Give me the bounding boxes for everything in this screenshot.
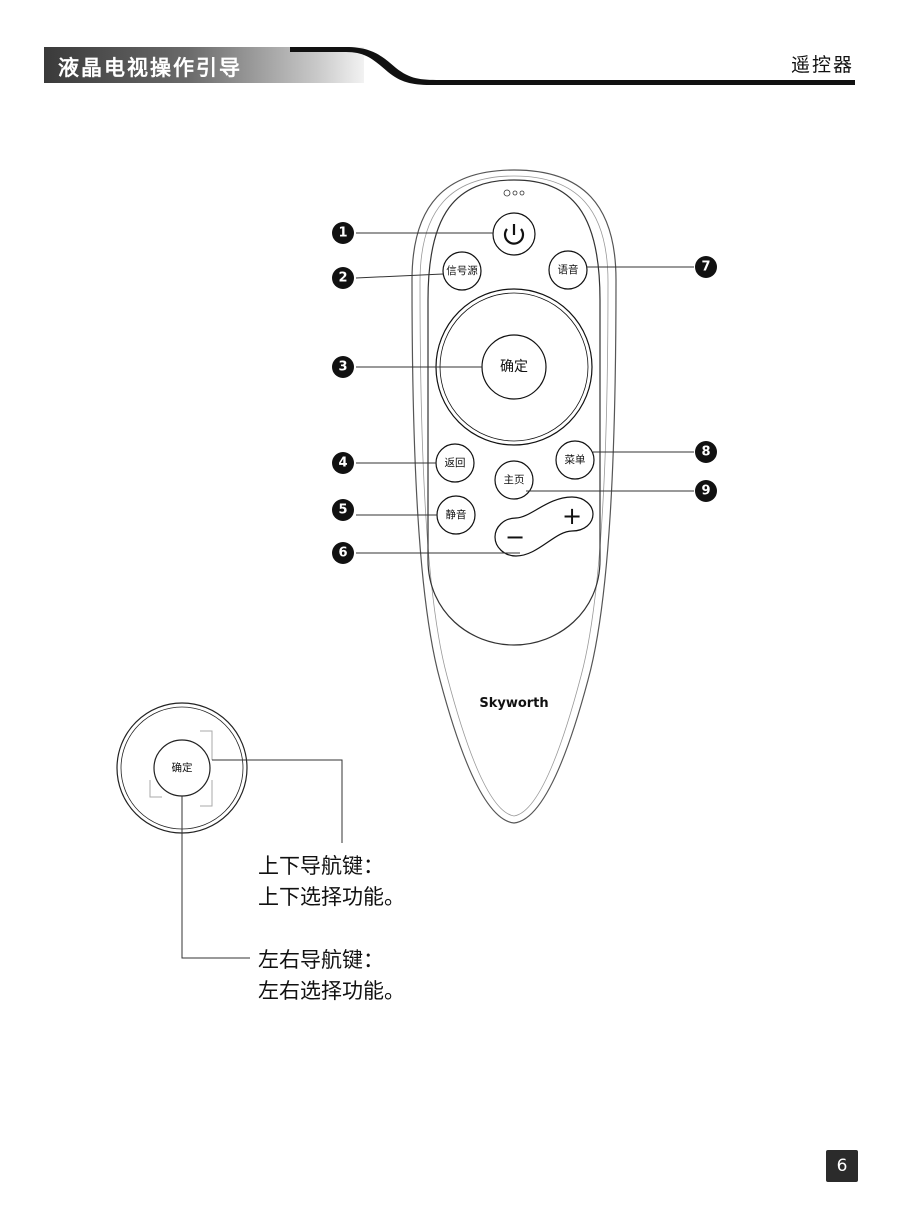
leftright-desc: 左右选择功能。 [258, 979, 405, 1003]
volume-rocker[interactable]: + − [494, 496, 594, 557]
svg-text:9: 9 [701, 484, 710, 499]
leftright-title: 左右导航键： [258, 948, 384, 972]
menu-button[interactable]: 菜单 [555, 440, 595, 480]
callout-4: 4 [332, 452, 354, 474]
updown-desc: 上下选择功能。 [258, 885, 405, 909]
detail-callout-lines [181, 759, 343, 959]
ok-button-label: 确定 [500, 359, 528, 375]
header-bar [44, 47, 855, 85]
power-button[interactable] [492, 212, 536, 256]
callout-lines [355, 232, 694, 554]
brand-logo: Skyworth [479, 696, 548, 711]
page-number: 6 [826, 1150, 858, 1182]
home-button-label: 主页 [504, 474, 525, 486]
callout-7: 7 [695, 256, 717, 278]
ok-button[interactable]: 确定 [481, 334, 547, 400]
mute-button-label: 静音 [446, 508, 467, 521]
callout-2: 2 [332, 267, 354, 289]
voice-button[interactable]: 语音 [548, 250, 588, 290]
mute-button[interactable]: 静音 [436, 495, 476, 535]
callout-8: 8 [695, 441, 717, 463]
updown-title: 上下导航键： [258, 854, 384, 878]
svg-text:8: 8 [701, 445, 710, 460]
callout-5: 5 [332, 499, 354, 521]
back-button-label: 返回 [445, 457, 466, 469]
remote-button-panel [427, 179, 601, 646]
svg-text:6: 6 [338, 546, 347, 561]
home-button[interactable]: 主页 [494, 460, 534, 500]
source-button-label: 信号源 [446, 264, 478, 277]
callout-9: 9 [695, 480, 717, 502]
svg-text:4: 4 [338, 456, 347, 471]
menu-button-label: 菜单 [565, 454, 586, 466]
svg-text:5: 5 [338, 503, 347, 518]
svg-text:3: 3 [338, 360, 347, 375]
source-button[interactable]: 信号源 [442, 251, 482, 291]
updown-description: 上下导航键： 上下选择功能。 [258, 851, 405, 913]
leftright-description: 左右导航键： 左右选择功能。 [258, 945, 405, 1007]
callout-6: 6 [332, 542, 354, 564]
remote-body-outline [411, 169, 617, 824]
header-title: 液晶电视操作引导 [58, 56, 242, 80]
voice-button-label: 语音 [558, 263, 579, 276]
volume-minus-icon[interactable]: − [505, 523, 525, 551]
header-section-label: 遥控器 [790, 54, 854, 76]
volume-plus-icon[interactable]: + [562, 502, 582, 530]
svg-text:7: 7 [701, 260, 710, 275]
indicator-light [503, 189, 511, 197]
callout-1: 1 [332, 222, 354, 244]
svg-text:1: 1 [338, 226, 347, 241]
dpad-detail: 确定 [116, 702, 248, 834]
svg-text:2: 2 [338, 271, 347, 286]
power-icon [503, 224, 525, 245]
callout-3: 3 [332, 356, 354, 378]
detail-ok-label: 确定 [172, 761, 193, 774]
back-button[interactable]: 返回 [435, 443, 475, 483]
